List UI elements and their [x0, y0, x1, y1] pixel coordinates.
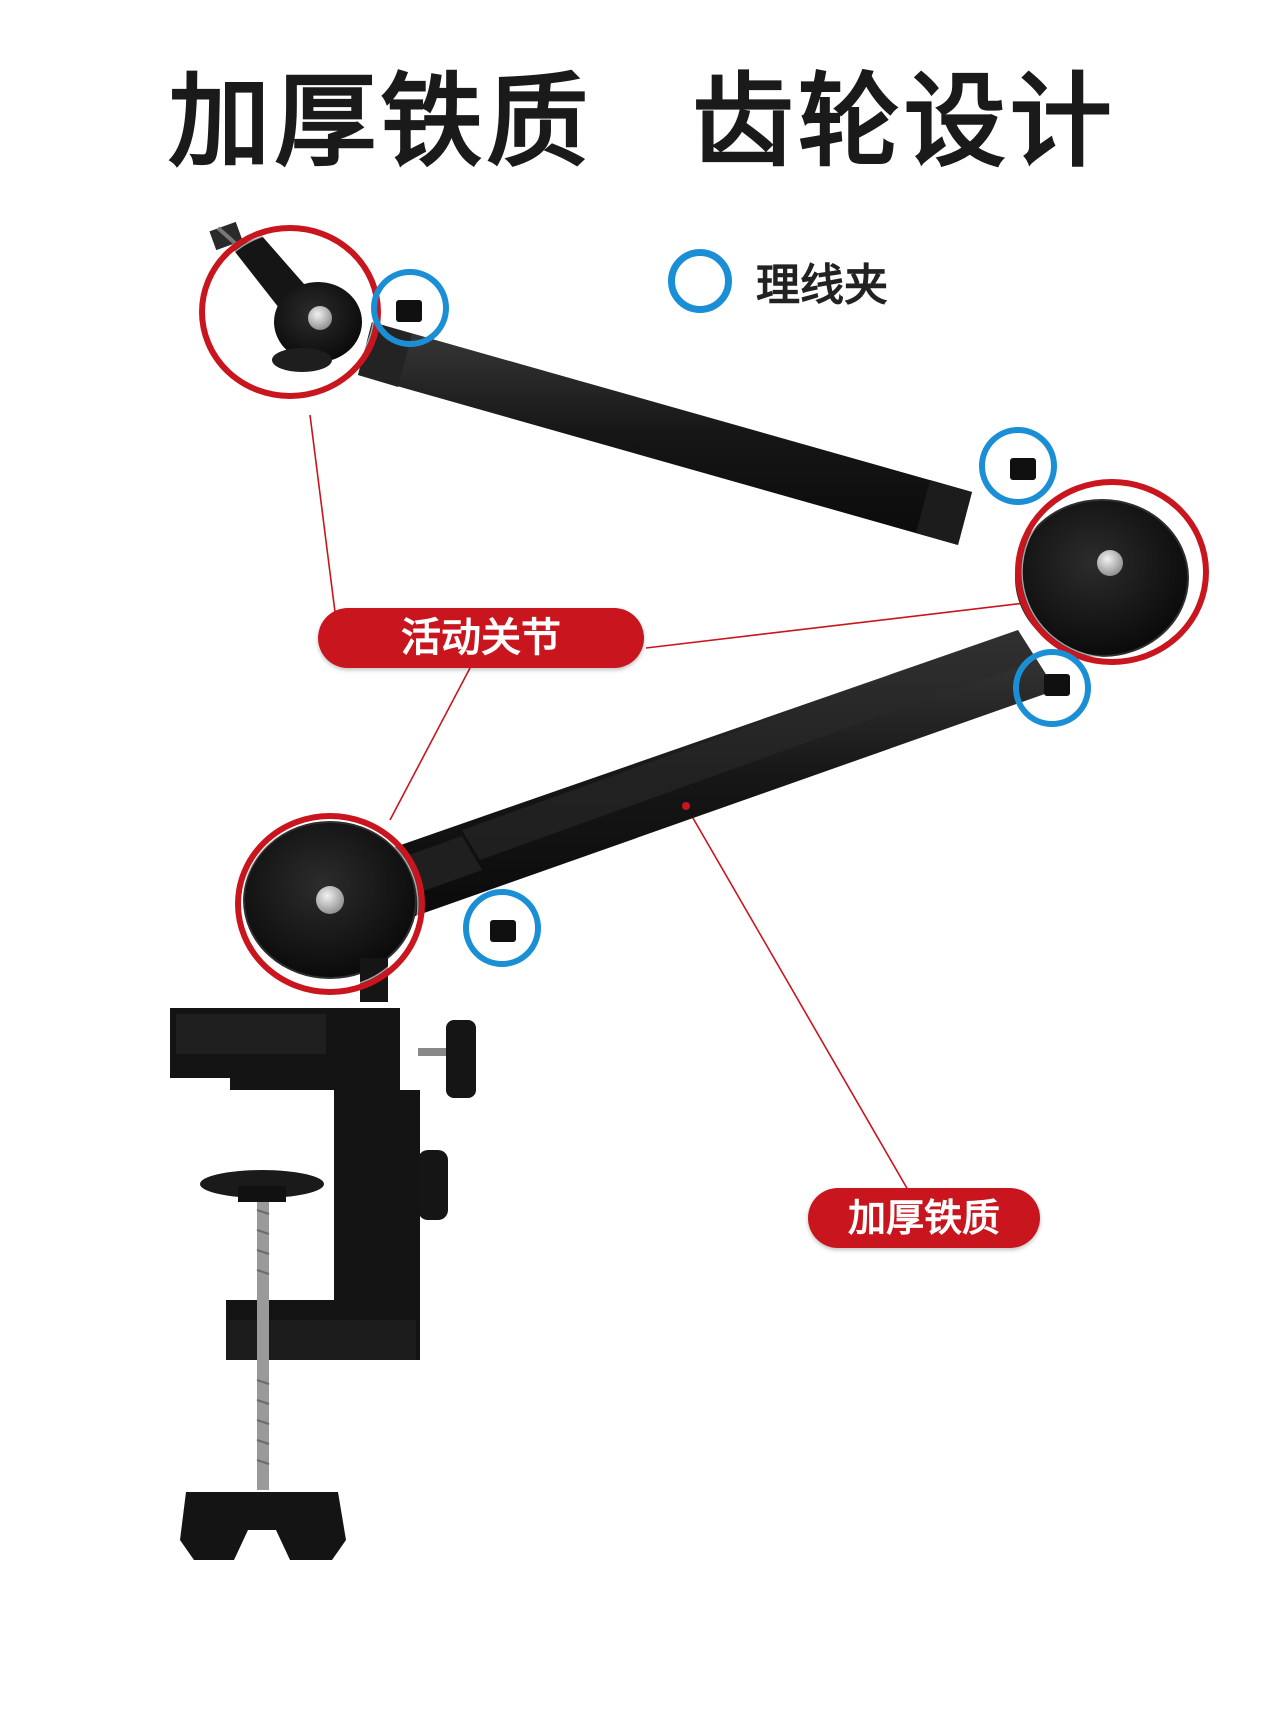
headline: 加厚铁质 齿轮设计	[0, 40, 1284, 187]
elbow-bolt-icon	[1097, 550, 1123, 576]
headline-part-2: 齿轮设计	[691, 62, 1116, 182]
joint-ring-top	[199, 225, 381, 399]
joint-ring-base	[235, 813, 425, 995]
clip-ring-4	[463, 889, 541, 967]
clip-ring-3	[1013, 649, 1091, 727]
cable-clip-legend: 理线夹	[668, 246, 888, 316]
side-knob-icon	[446, 1020, 476, 1098]
joint-ring-elbow	[1015, 479, 1209, 665]
cable-clip-2	[1010, 458, 1036, 480]
top-bolt-icon	[308, 306, 332, 330]
joint-highlight-rings	[199, 225, 1209, 995]
cable-clip-4	[490, 920, 516, 942]
upper-arm	[358, 322, 972, 545]
blue-ring-legend-icon	[668, 249, 732, 313]
cable-clip-1	[396, 300, 422, 322]
clip-ring-1	[371, 269, 449, 347]
clip-ring-2	[979, 427, 1057, 505]
desk-clamp	[170, 1008, 476, 1560]
cable-clips	[396, 300, 1070, 942]
base-joint	[243, 821, 417, 1002]
base-bolt-icon	[316, 886, 344, 914]
top-swivel-head	[209, 221, 362, 372]
lower-arm	[352, 630, 1056, 925]
callout-leader-lines	[309, 414, 1026, 1191]
clamp-handle-icon	[180, 1492, 346, 1560]
headline-part-1: 加厚铁质	[168, 62, 593, 182]
movable-joint-callout: 活动关节	[318, 608, 644, 668]
cable-clip-3	[1044, 674, 1070, 696]
thick-iron-callout: 加厚铁质	[808, 1188, 1040, 1248]
cable-clip-highlight-rings	[371, 269, 1091, 967]
cable-clip-legend-label: 理线夹	[756, 260, 888, 311]
pressure-pad-icon	[200, 1170, 324, 1198]
